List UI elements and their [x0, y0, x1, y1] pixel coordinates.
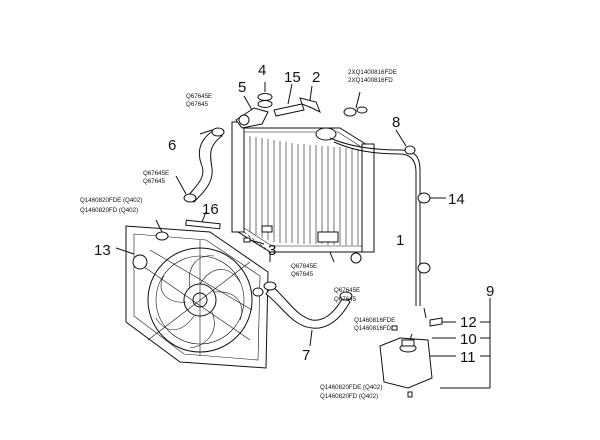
code-hose-lower-b: Q67645 — [143, 178, 166, 185]
code-cap-a: 2XQ1400816FDE — [348, 69, 397, 76]
code-cap-b: 2XQ1400816FD — [348, 77, 393, 84]
code-hose-top-b: Q67645 — [186, 101, 209, 108]
code-fan-bolt-a: Q1460820FDE (Q402) — [80, 197, 142, 204]
code-hose-top-a: Q67645E — [186, 93, 212, 100]
code-tank-bolt-b: Q1460816FD — [354, 325, 392, 332]
callout-5: 5 — [238, 79, 246, 96]
callout-16: 16 — [202, 201, 219, 218]
callout-10: 10 — [460, 331, 477, 348]
radiator-cap — [257, 82, 273, 108]
code-tank-bolt-a: Q1460816FDE — [354, 317, 395, 324]
code-hose7-top-a: Q67645E — [291, 263, 317, 270]
overflow-tube — [329, 129, 446, 306]
code-hose7-end-a: Q67645E — [334, 287, 360, 294]
callout-1: 1 — [396, 232, 404, 249]
callout-4: 4 — [258, 62, 266, 79]
callout-12: 12 — [460, 314, 477, 331]
callout-3: 3 — [268, 242, 276, 259]
code-tank-bottom-b: Q1460820FD (Q402) — [320, 393, 378, 400]
fan-shroud-strip — [185, 211, 221, 230]
code-hose7-end-b: Q67645 — [334, 296, 357, 303]
callout-6: 6 — [168, 137, 176, 154]
mounting-bolt — [243, 225, 273, 245]
upper-bracket — [273, 83, 305, 117]
callout-2: 2 — [312, 69, 320, 86]
callout-15: 15 — [284, 69, 301, 86]
drain-clips — [343, 91, 368, 117]
code-hose7-top-b: Q67645 — [291, 271, 314, 278]
temp-sensor — [299, 85, 321, 114]
coolant-reservoir — [379, 298, 491, 398]
code-hose-lower-a: Q67645E — [143, 170, 169, 177]
code-fan-bolt-b: Q1460820FD (Q402) — [80, 207, 138, 214]
callout-8: 8 — [392, 114, 400, 131]
cooling-fan-assembly — [115, 219, 269, 369]
callout-13: 13 — [94, 242, 111, 259]
upper-inlet-neck — [235, 95, 269, 129]
lower-hose — [263, 281, 353, 347]
callout-9: 9 — [486, 283, 494, 300]
upper-hose — [175, 127, 225, 203]
callout-11: 11 — [460, 349, 476, 366]
callout-7: 7 — [302, 347, 310, 364]
code-tank-bottom-a: Q1460820FDE (Q402) — [320, 384, 382, 391]
radiator — [231, 121, 375, 264]
callout-14: 14 — [448, 191, 465, 208]
